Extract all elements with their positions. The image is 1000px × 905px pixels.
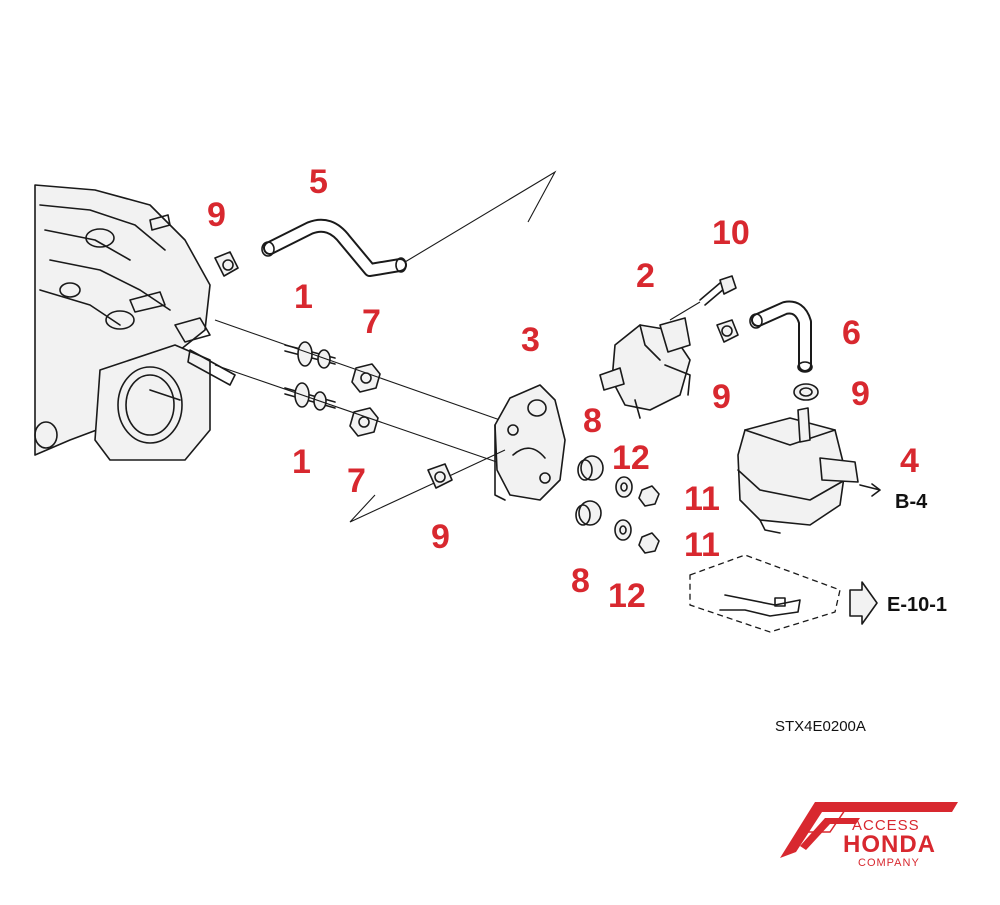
guide-line-upper xyxy=(404,170,557,263)
callout-11-upper: 11 xyxy=(684,480,720,518)
callout-10: 10 xyxy=(712,214,750,252)
callout-5: 5 xyxy=(309,163,328,201)
hose-6 xyxy=(749,300,813,373)
guide-line-stud-lower xyxy=(214,364,521,471)
access-honda-logo: ACCESS HONDA COMPANY xyxy=(780,802,958,869)
nut-11-upper xyxy=(638,485,660,507)
guide-line-bracket xyxy=(444,449,506,479)
callout-7-lower: 7 xyxy=(347,462,366,500)
intake-manifold xyxy=(34,184,211,456)
bolt-1-lower xyxy=(284,382,336,411)
guide-line-bolt-10 xyxy=(669,301,701,321)
callout-9-right: 9 xyxy=(851,375,870,413)
logo-line-honda: HONDA xyxy=(843,831,936,858)
clamp-9-lower xyxy=(427,463,453,489)
logo-line-access: ACCESS xyxy=(852,817,920,834)
callout-labels: 1 1 2 3 4 5 6 7 7 8 8 9 9 9 9 10 11 11 1… xyxy=(207,163,919,615)
callout-12-upper: 12 xyxy=(612,439,650,477)
callout-7-upper: 7 xyxy=(362,303,381,341)
bracket-3 xyxy=(494,384,566,501)
guide-line-stud-upper xyxy=(214,319,501,421)
callout-2: 2 xyxy=(636,257,655,295)
callout-9-lower-left: 9 xyxy=(431,518,450,556)
bolt-1-upper xyxy=(284,341,336,369)
hose-5 xyxy=(261,218,407,277)
clamp-9-right xyxy=(793,383,819,401)
callout-6: 6 xyxy=(842,314,861,352)
nut-7-upper xyxy=(351,363,381,393)
callout-1-upper: 1 xyxy=(294,278,313,316)
callout-12-lower: 12 xyxy=(608,577,646,615)
diagram-code: STX4E0200A xyxy=(775,718,866,735)
ref-box-e10 xyxy=(689,554,878,633)
callout-8-lower: 8 xyxy=(571,562,590,600)
clamp-9-valve xyxy=(716,319,739,343)
callout-4: 4 xyxy=(900,442,919,480)
callout-9-upper-left: 9 xyxy=(207,196,226,234)
arrow-b4 xyxy=(859,483,881,497)
grommet-8-lower xyxy=(575,500,602,526)
chamber-4 xyxy=(737,407,859,534)
callout-11-lower: 11 xyxy=(684,526,720,564)
guide-line-lower xyxy=(349,477,446,523)
grommet-8-upper xyxy=(577,455,604,481)
nut-7-lower xyxy=(349,407,379,437)
washer-12-upper xyxy=(615,476,633,498)
bolt-10 xyxy=(699,275,737,306)
callout-9-valve: 9 xyxy=(712,378,731,416)
ref-label-b4: B-4 xyxy=(895,491,928,513)
logo-line-company: COMPANY xyxy=(858,857,920,869)
clamp-9-upper xyxy=(214,251,239,277)
valve-2 xyxy=(599,317,691,419)
callout-3: 3 xyxy=(521,321,540,359)
callout-1-lower: 1 xyxy=(292,443,311,481)
nut-11-lower xyxy=(638,532,660,554)
washer-12-lower xyxy=(614,519,632,541)
ref-label-e10: E-10-1 xyxy=(887,594,947,616)
callout-8-upper: 8 xyxy=(583,402,602,440)
throttle-body xyxy=(94,344,236,461)
